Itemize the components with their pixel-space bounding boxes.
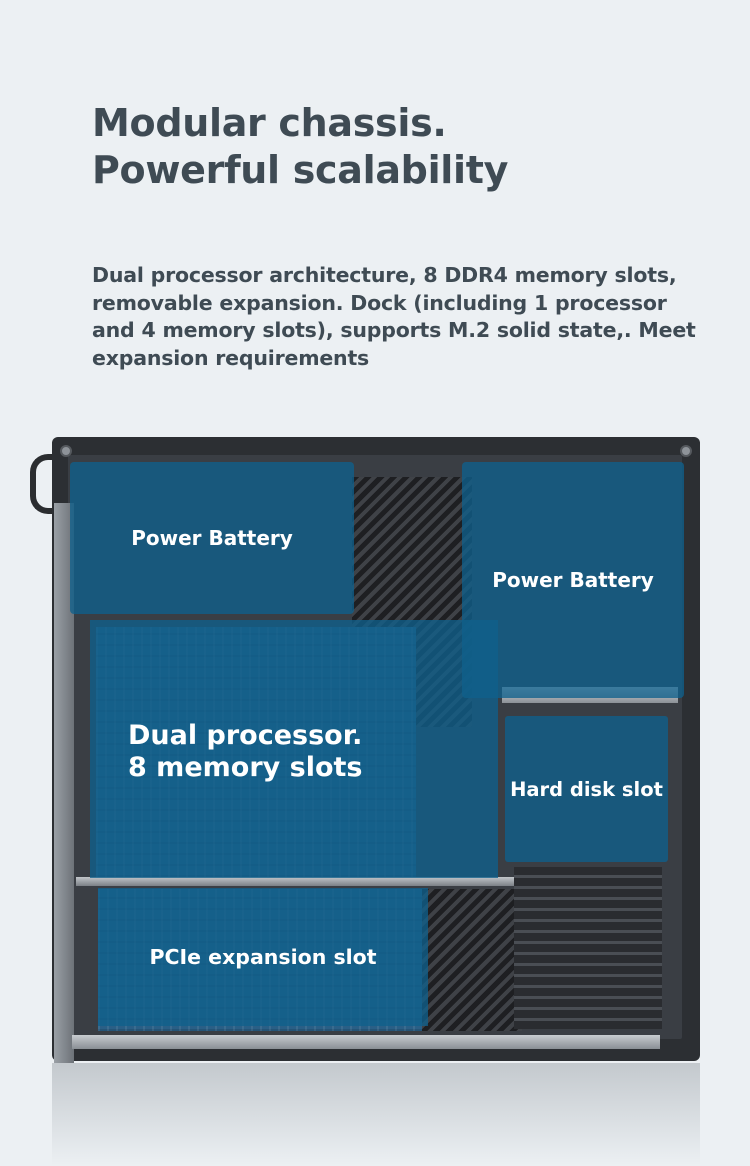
cable-bundle-lower: [422, 889, 522, 1031]
headline: Modular chassis. Powerful scalability: [92, 100, 508, 194]
headline-line-1: Modular chassis.: [92, 101, 447, 145]
processor-overlay: Dual processor. 8 memory slots: [90, 620, 498, 878]
pcie-label: PCIe expansion slot: [149, 945, 377, 969]
chassis-frame-bottom: [72, 1035, 660, 1049]
chassis-frame-middle: [76, 877, 530, 886]
processor-label-line-1: Dual processor.: [128, 720, 363, 751]
chassis-frame-left: [54, 503, 74, 1063]
power-battery-left-overlay: Power Battery: [70, 462, 354, 614]
headline-line-2: Powerful scalability: [92, 148, 509, 192]
processor-label-line-2: 8 memory slots: [128, 752, 363, 783]
screw-icon: [60, 445, 72, 457]
drive-bay: [514, 867, 662, 1029]
power-battery-right-label: Power Battery: [492, 568, 654, 592]
screw-icon: [680, 445, 692, 457]
description: Dual processor architecture, 8 DDR4 memo…: [92, 263, 696, 370]
chassis-handle: [30, 454, 70, 514]
hard-disk-label: Hard disk slot: [510, 777, 663, 801]
power-battery-right-overlay: Power Battery: [462, 462, 684, 698]
power-battery-left-label: Power Battery: [131, 526, 293, 550]
pcie-overlay: PCIe expansion slot: [98, 888, 428, 1026]
hard-disk-overlay: Hard disk slot: [505, 716, 668, 862]
chassis-reflection: [52, 1063, 700, 1166]
